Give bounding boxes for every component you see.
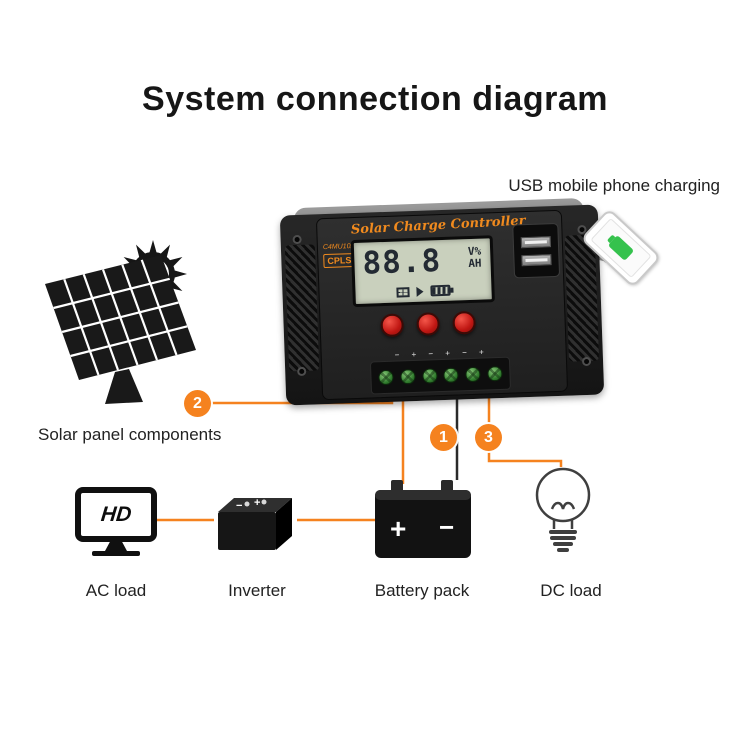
vent-left (284, 244, 320, 372)
solar-panel-label: Solar panel components (38, 425, 222, 444)
inverter-side-face (276, 498, 292, 550)
tv-screen: HD (75, 487, 157, 542)
bulb-filament (550, 501, 576, 510)
battery-svg: + − (375, 480, 471, 558)
lcd-units: V% AH (468, 245, 482, 271)
step-marker-3: 3 (475, 424, 502, 451)
page-title: System connection diagram (142, 80, 608, 118)
light-bulb-icon (532, 462, 596, 565)
battery-terminal-icon (441, 480, 453, 492)
hd-label: HD (99, 502, 133, 526)
terminal-block (369, 356, 511, 395)
battery-body (375, 490, 471, 558)
controller-buttons (380, 310, 477, 338)
screw-terminal-icon (443, 367, 460, 383)
screw-hole-icon (292, 234, 302, 245)
screw-terminal-icon (421, 368, 438, 384)
battery-plus-mark: + (390, 513, 406, 544)
controller-button-middle[interactable] (416, 312, 441, 336)
battery-minus-mark: − (439, 512, 454, 542)
tv-stand-base (92, 551, 140, 556)
screw-terminal-icon (465, 366, 481, 383)
controller-front-panel: Solar Charge Controller C4MU10A CPLS 88.… (315, 209, 569, 401)
dc-load-label: DC load (540, 581, 602, 600)
tv-screen-inner: HD (81, 493, 151, 536)
battery-pack-icon: + − (375, 478, 471, 565)
screw-terminal-icon (487, 365, 503, 382)
inverter-terminal-icon (261, 499, 267, 505)
usb-output-block (512, 222, 561, 279)
battery-top-edge (375, 490, 471, 500)
inverter-icon: − + (214, 494, 298, 557)
controller-body: Solar Charge Controller C4MU10A CPLS 88.… (279, 204, 605, 406)
lcd-icon-row (355, 283, 491, 299)
usb-port-icon (520, 235, 552, 248)
lcd-unit-bottom: AH (468, 256, 482, 271)
panel-grid (53, 259, 188, 376)
inverter-plus-mark: + (254, 497, 260, 509)
screw-hole-icon (581, 356, 592, 367)
battery-glyph-icon (430, 284, 451, 297)
lcd-value: 88.8 (361, 243, 442, 282)
ac-load-label: AC load (85, 581, 147, 600)
step-marker-1: 1 (430, 424, 457, 451)
arrow-icon (416, 286, 424, 297)
battery-pack-label: Battery pack (374, 581, 470, 600)
usb-charging-label: USB mobile phone charging (508, 176, 720, 195)
bulb-globe (535, 467, 591, 523)
tv-stand-neck (105, 542, 127, 551)
inverter-label: Inverter (228, 581, 286, 600)
panel-stand (105, 369, 143, 404)
solar-panel-illustration (33, 222, 218, 422)
vent-right (564, 234, 600, 362)
bulb-svg (535, 467, 591, 552)
inverter-front-face (218, 512, 276, 550)
inverter-minus-mark: − (236, 500, 242, 512)
step-marker-2: 2 (184, 390, 211, 417)
inverter-top-face (218, 498, 292, 512)
charging-battery-icon (607, 235, 635, 261)
inverter-terminal-icon (244, 501, 250, 507)
screw-terminal-icon (378, 369, 394, 386)
controller-brand-text: Solar Charge Controller (350, 213, 526, 238)
solar-panel-glyph-icon (396, 286, 410, 298)
usb-port-icon (521, 253, 552, 266)
controller-button-left[interactable] (380, 313, 405, 338)
wire-controller-to-dc-load (487, 386, 563, 467)
tv-icon: HD (75, 487, 157, 556)
lcd-display: 88.8 V% AH (350, 235, 495, 308)
solar-panel-icon (45, 240, 196, 404)
inverter-svg: − + (218, 497, 292, 550)
battery-terminal-icon (391, 480, 403, 492)
controller-button-right[interactable] (452, 310, 477, 335)
screw-hole-icon (297, 366, 307, 377)
charge-controller-device: Solar Charge Controller C4MU10A CPLS 88.… (279, 198, 605, 406)
screw-terminal-icon (399, 368, 416, 385)
